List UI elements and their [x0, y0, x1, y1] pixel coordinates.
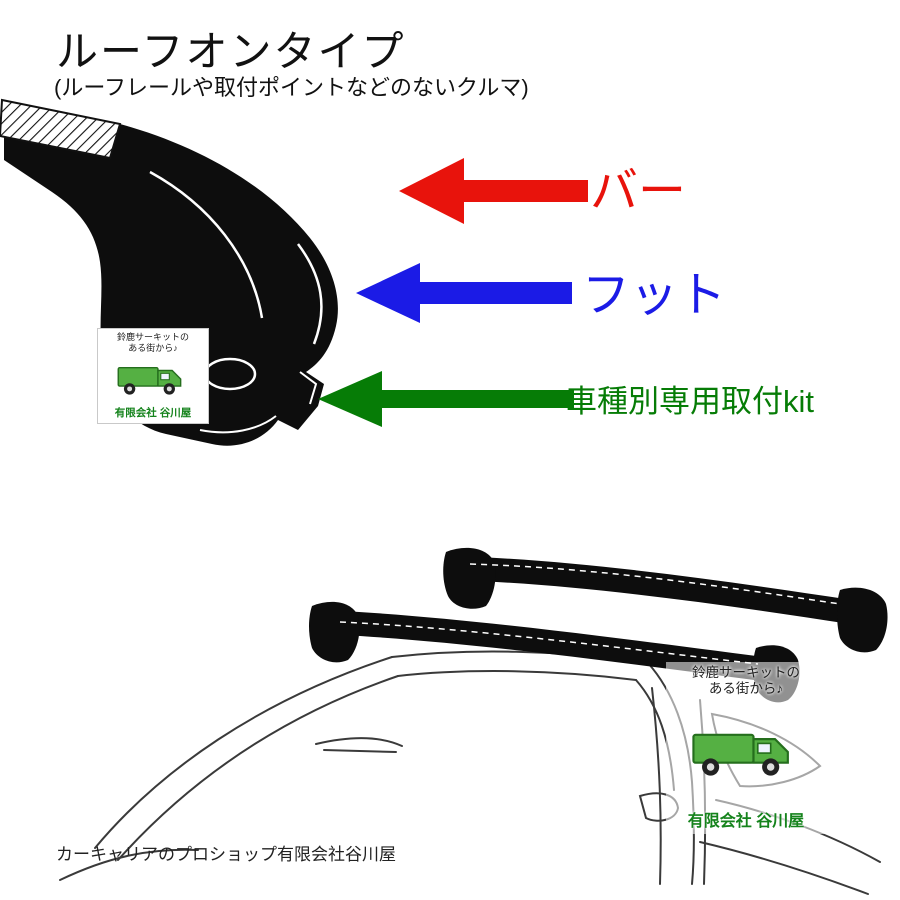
crossbar-front-texture	[339, 621, 759, 665]
truck-hub-front	[766, 763, 775, 771]
crossbar-front-bar	[322, 610, 772, 682]
kit-label: 車種別専用取付kit	[566, 384, 814, 419]
a-pillar-inner	[117, 675, 399, 861]
watermark-line2: ある街から♪	[708, 681, 784, 697]
kit-arrow	[318, 371, 574, 427]
foot-silhouette	[4, 100, 338, 446]
truck-window	[756, 742, 772, 755]
roof-foot-illustration	[0, 98, 338, 446]
watermark-line2: ある街から♪	[128, 342, 178, 353]
foot-arrow	[356, 263, 572, 323]
bar-label: バー	[590, 165, 686, 218]
watermark-company: 有限会社 谷川屋	[687, 813, 805, 830]
shop-watermark-sticker-large: 鈴鹿サーキットの ある街から♪ 有限会社 谷川屋	[666, 662, 826, 834]
kit-edge-highlight	[299, 371, 318, 405]
page-subtitle: (ルーフレールや取付ポイントなどのないクルマ)	[54, 75, 529, 100]
a-pillar-outer	[94, 656, 393, 849]
foot-shoulder-highlight	[296, 243, 323, 345]
truck-hub-rear	[127, 386, 133, 392]
watermark-slogan: 鈴鹿サーキットの ある街から♪	[117, 332, 189, 354]
bar-cut-end-hatch	[0, 98, 122, 160]
foot-seam-highlight	[149, 170, 264, 319]
door-seam-left	[651, 687, 662, 885]
crossbar-rear	[443, 547, 888, 653]
roof-detail	[315, 737, 403, 747]
shop-watermark-sticker: 鈴鹿サーキットの ある街から♪ 有限会社 谷川屋	[97, 328, 209, 424]
truck-icon	[692, 733, 789, 776]
crossbar-rear-bar	[452, 556, 852, 624]
crossbar-front-left-foot	[309, 601, 360, 663]
truck-icon	[117, 367, 182, 395]
crossbar-rear-left-foot	[443, 547, 496, 609]
watermark-line1: 鈴鹿サーキットの	[692, 665, 800, 680]
bar-arrow	[399, 158, 588, 224]
footer-shop-name: カーキャリアのプロショップ有限会社谷川屋	[56, 845, 396, 864]
roof-inner-edge	[397, 670, 637, 681]
watermark-company: 有限会社 谷川屋	[114, 407, 192, 419]
truck-hub-rear	[706, 763, 715, 771]
truck-bed	[117, 367, 159, 388]
truck-bed	[692, 733, 755, 764]
crossbar-rear-right-foot	[837, 587, 888, 653]
hood-edge	[59, 848, 199, 881]
roof-detail-lower	[323, 749, 397, 753]
foot-bottom-highlight	[199, 415, 277, 434]
crossbar-rear-texture	[469, 563, 841, 605]
truck-window	[160, 373, 170, 381]
foot-label: フット	[582, 269, 726, 322]
watermark-line1: 鈴鹿サーキットの	[116, 332, 189, 342]
watermark-slogan: 鈴鹿サーキットの ある街から♪	[692, 665, 800, 697]
page-title: ルーフオンタイプ	[56, 28, 406, 75]
truck-hub-front	[166, 386, 172, 392]
door-crease-lower	[699, 841, 869, 895]
